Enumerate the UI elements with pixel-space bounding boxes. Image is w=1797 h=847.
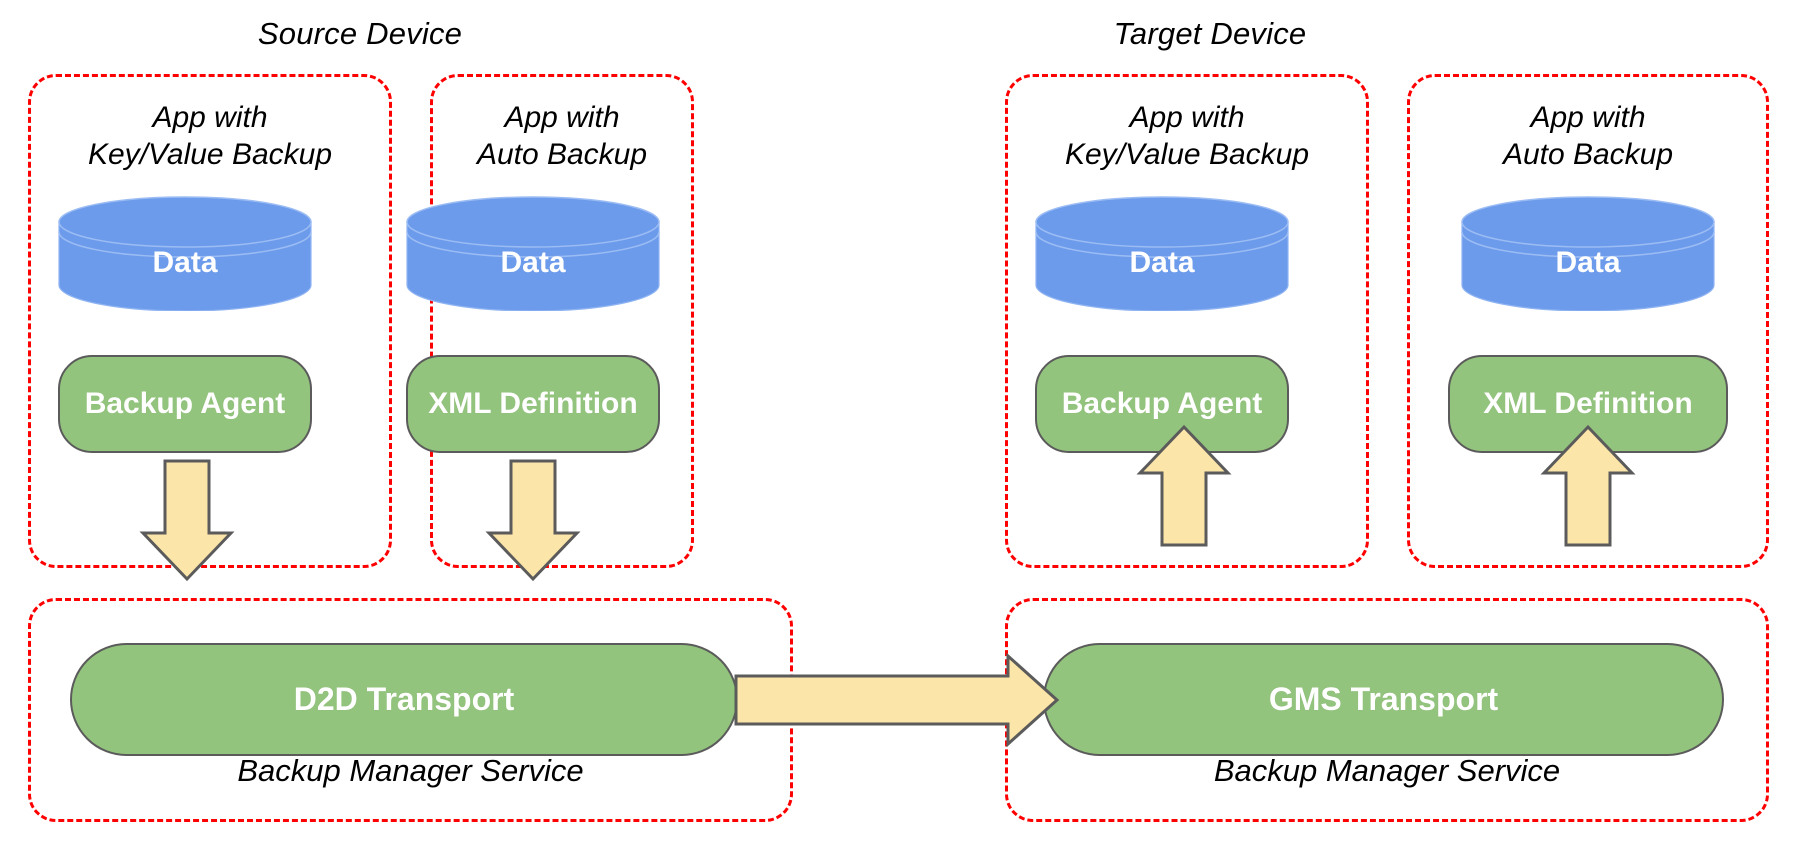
target-backup-manager-service-caption: Backup Manager Service bbox=[1213, 753, 1561, 788]
source-app-autobackup-container: App with Auto Backup bbox=[430, 74, 694, 568]
source-app-keyvalue-data-cylinder: Data bbox=[58, 196, 312, 312]
source-app-keyvalue-container: App with Key/Value Backup bbox=[28, 74, 392, 568]
source-app-autobackup-caption: App with Auto Backup bbox=[433, 99, 691, 173]
caption-line-2: Auto Backup bbox=[1502, 138, 1674, 171]
d2d-transport-box[interactable]: D2D Transport bbox=[70, 643, 738, 756]
source-backup-manager-service-caption: Backup Manager Service bbox=[237, 753, 584, 788]
gms-transport-box[interactable]: GMS Transport bbox=[1043, 643, 1724, 756]
target-app-autobackup-container: App with Auto Backup bbox=[1407, 74, 1769, 568]
caption-line-1: App with bbox=[504, 101, 620, 134]
target-app-keyvalue-container: App with Key/Value Backup bbox=[1005, 74, 1369, 568]
target-app-keyvalue-data-cylinder: Data bbox=[1035, 196, 1289, 312]
caption-line-2: Key/Value Backup bbox=[87, 138, 333, 171]
source-backup-agent-box[interactable]: Backup Agent bbox=[58, 355, 312, 453]
target-backup-agent-box[interactable]: Backup Agent bbox=[1035, 355, 1289, 453]
source-app-autobackup-data-cylinder: Data bbox=[406, 196, 660, 312]
caption-line-1: App with bbox=[1530, 101, 1646, 134]
caption-line-1: App with bbox=[152, 101, 268, 134]
caption-line-2: Auto Backup bbox=[476, 138, 648, 171]
target-app-autobackup-data-cylinder: Data bbox=[1461, 196, 1715, 312]
target-app-keyvalue-caption: App with Key/Value Backup bbox=[1008, 99, 1366, 173]
caption-line-2: Key/Value Backup bbox=[1064, 138, 1310, 171]
caption-line-1: App with bbox=[1129, 101, 1245, 134]
target-app-autobackup-caption: App with Auto Backup bbox=[1410, 99, 1766, 173]
target-device-title: Target Device bbox=[1113, 16, 1307, 51]
source-xml-definition-box[interactable]: XML Definition bbox=[406, 355, 660, 453]
source-app-keyvalue-caption: App with Key/Value Backup bbox=[31, 99, 389, 173]
source-device-title: Source Device bbox=[257, 16, 463, 51]
target-xml-definition-box[interactable]: XML Definition bbox=[1448, 355, 1728, 453]
